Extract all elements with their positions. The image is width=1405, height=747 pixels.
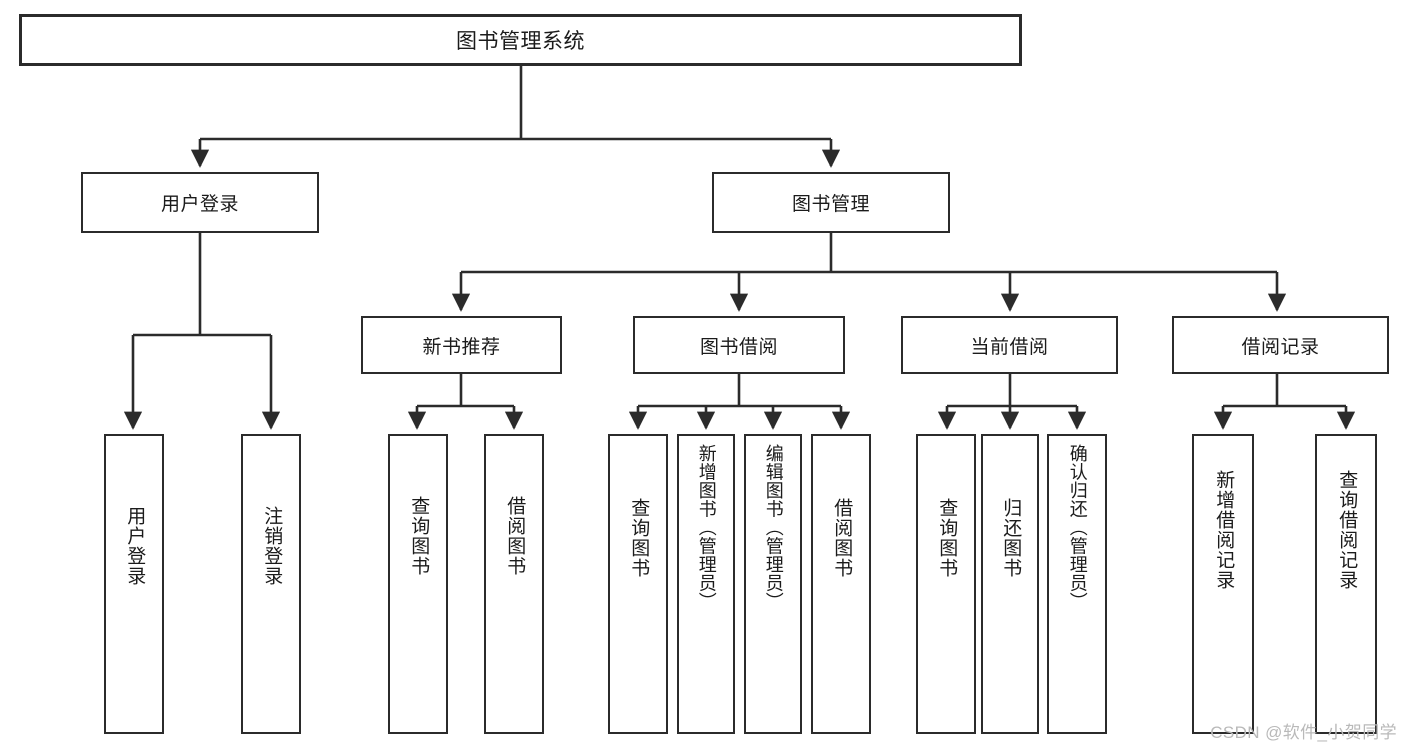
node-label: 图书管理系统 [456,30,585,53]
watermark-text: CSDN @软件_小贺同学 [1210,723,1397,742]
node-label: 新书推荐 [422,336,501,358]
leaf-current-return-book[interactable]: 归还图书 [981,434,1039,734]
leaf-current-query-book[interactable]: 查询图书 [916,434,976,734]
leaf-borrow-edit-book-admin[interactable]: 编辑图书（管理员） [744,434,802,734]
node-label: 查询图书 [628,498,650,578]
node-label: 归还图书 [1000,498,1022,578]
node-label: 借阅图书 [504,496,526,576]
leaf-current-confirm-return-admin[interactable]: 确认归还（管理员） [1047,434,1107,734]
node-user-login[interactable]: 用户登录 [81,172,319,233]
node-label: 编辑图书（管理员） [763,444,784,611]
node-current-borrowing[interactable]: 当前借阅 [901,316,1118,374]
leaf-record-query-record[interactable]: 查询借阅记录 [1315,434,1377,734]
node-book-management[interactable]: 图书管理 [712,172,950,233]
node-label: 借阅记录 [1241,336,1320,358]
leaf-record-add-record[interactable]: 新增借阅记录 [1192,434,1254,734]
node-root-book-management-system[interactable]: 图书管理系统 [19,14,1022,66]
node-label: 查询图书 [936,498,958,578]
node-label: 用户登录 [124,506,146,586]
node-label: 确认归还（管理员） [1067,444,1088,611]
node-label: 查询借阅记录 [1336,470,1358,590]
leaf-borrow-borrow-book[interactable]: 借阅图书 [811,434,871,734]
node-label: 借阅图书 [831,498,853,578]
node-label: 查询图书 [408,496,430,576]
node-label: 新增图书（管理员） [696,444,717,611]
node-label: 注销登录 [261,506,283,586]
node-book-borrowing[interactable]: 图书借阅 [633,316,845,374]
node-label: 图书管理 [791,194,870,215]
node-new-book-recommendation[interactable]: 新书推荐 [361,316,562,374]
leaf-recommend-borrow-book[interactable]: 借阅图书 [484,434,544,734]
leaf-borrow-add-book-admin[interactable]: 新增图书（管理员） [677,434,735,734]
leaf-user-login[interactable]: 用户登录 [104,434,164,734]
node-label: 当前借阅 [970,336,1049,358]
node-borrowing-record[interactable]: 借阅记录 [1172,316,1389,374]
node-label: 新增借阅记录 [1213,470,1235,590]
leaf-logout[interactable]: 注销登录 [241,434,301,734]
node-label: 图书借阅 [699,336,778,358]
leaf-borrow-query-book[interactable]: 查询图书 [608,434,668,734]
leaf-recommend-query-book[interactable]: 查询图书 [388,434,448,734]
node-label: 用户登录 [160,194,239,215]
